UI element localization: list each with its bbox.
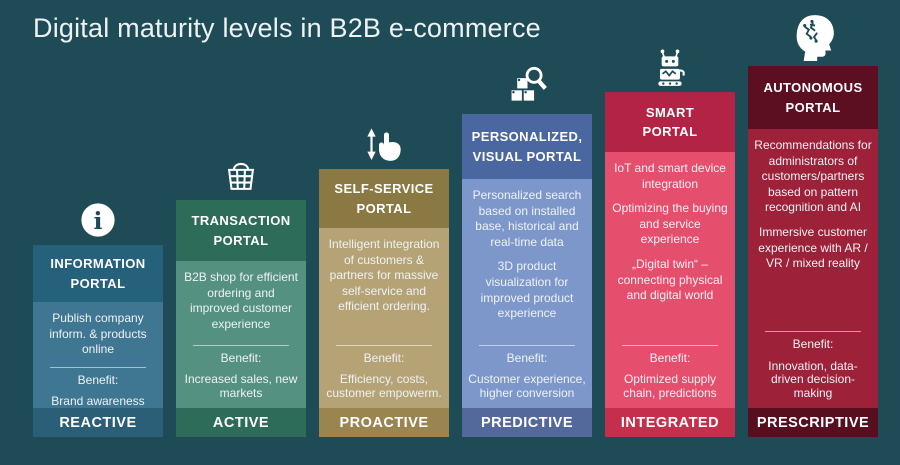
portal-description: IoT and smart device integration [614, 161, 726, 191]
info-icon: i [33, 198, 163, 245]
maturity-level-label: INTEGRATED [605, 408, 735, 437]
portal-title: AUTONOMOUS PORTAL [748, 66, 878, 129]
benefit-section: Benefit: Customer experience, higher conv… [468, 344, 586, 401]
shopping-basket-icon [176, 158, 306, 200]
portal-description-block: Intelligent integration of customers & p… [319, 228, 449, 408]
benefit-text: Increased sales, new markets [184, 372, 298, 401]
portal-description-block: Publish company inform. & products onlin… [33, 302, 163, 408]
portal-description: Immersive customer experience with AR / … [758, 224, 868, 271]
svg-text:i: i [94, 207, 103, 235]
benefit-label: Benefit: [220, 350, 262, 365]
robot-icon [605, 42, 735, 92]
benefit-divider [192, 344, 290, 346]
benefit-section: Benefit: Increased sales, new markets [182, 344, 300, 401]
portal-description: Personalized search based on installed b… [472, 188, 582, 249]
maturity-level-label: REACTIVE [33, 408, 163, 437]
maturity-level-label: PRESCRIPTIVE [748, 408, 878, 437]
benefit-label: Benefit: [506, 350, 548, 365]
portal-description: Recommendations for administrators of cu… [754, 138, 872, 215]
portal-description: B2B shop for efficient ordering and impr… [184, 270, 298, 331]
portal-title: TRANSACTION PORTAL [176, 200, 306, 261]
column-self-service-portal: SELF-SERVICE PORTAL Intelligent integrati… [319, 120, 449, 437]
benefit-section: Benefit: Innovation, data-driven decision… [754, 331, 872, 401]
benefit-text: Optimized supply chain, predictions [623, 372, 717, 401]
benefit-text: Customer experience, higher conversion [468, 372, 586, 401]
ai-head-icon [748, 8, 878, 66]
column-transaction-portal: TRANSACTION PORTAL B2B shop for efficient… [176, 158, 306, 437]
benefit-label: Benefit: [792, 337, 834, 352]
benefit-text: Innovation, data-driven decision-making [768, 358, 858, 401]
benefit-label: Benefit: [363, 350, 405, 365]
portal-description-block: Personalized search based on installed b… [462, 179, 592, 408]
maturity-level-label: ACTIVE [176, 408, 306, 437]
portal-description: Optimizing the buying and service experi… [612, 201, 728, 247]
benefit-section: Benefit: Optimized supply chain, predicti… [611, 344, 729, 401]
portal-title: SMART PORTAL [605, 92, 735, 152]
portal-title: PERSONALIZED, VISUAL PORTAL [462, 114, 592, 179]
benefit-divider [621, 344, 719, 346]
benefit-section: Benefit: Brand awareness [39, 366, 157, 408]
portal-description-block: B2B shop for efficient ordering and impr… [176, 261, 306, 408]
portal-description: 3D product visualization for improved pr… [480, 259, 574, 321]
benefit-label: Benefit: [649, 350, 691, 365]
benefit-label: Benefit: [77, 372, 119, 387]
portal-description-block: Recommendations for administrators of cu… [748, 129, 878, 408]
benefit-divider [335, 344, 433, 346]
benefit-divider [764, 331, 862, 333]
benefit-text: Efficiency, costs, customer empowerm. [326, 372, 442, 401]
portal-title: INFORMATION PORTAL [33, 245, 163, 302]
swipe-hand-icon [319, 120, 449, 169]
column-personalized-visual-portal: PERSONALIZED, VISUAL PORTAL Personalized … [462, 65, 592, 437]
page-title: Digital maturity levels in B2B e-commerc… [33, 13, 541, 43]
portal-description: Intelligent integration of customers & p… [328, 237, 440, 314]
maturity-level-label: PROACTIVE [319, 408, 449, 437]
benefit-text: Brand awareness [51, 394, 145, 408]
maturity-level-label: PREDICTIVE [462, 408, 592, 437]
benefit-section: Benefit: Efficiency, costs, customer empo… [325, 344, 443, 401]
portal-description: Publish company inform. & products onlin… [49, 311, 147, 357]
benefit-divider [49, 366, 147, 368]
portal-description: „Digital twin“ – connecting physical and… [617, 256, 723, 303]
benefit-divider [478, 344, 576, 346]
column-autonomous-portal: AUTONOMOUS PORTAL Recommendations for adm… [748, 8, 878, 437]
product-search-icon [462, 65, 592, 114]
portal-title: SELF-SERVICE PORTAL [319, 169, 449, 228]
